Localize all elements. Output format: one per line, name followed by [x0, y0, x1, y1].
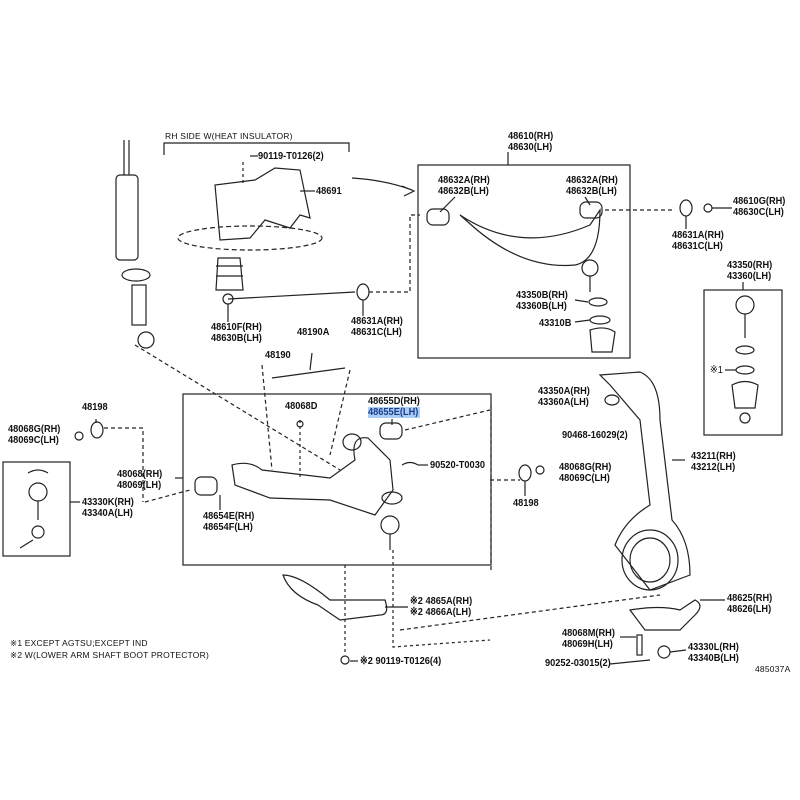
part-label-48632-right[interactable]: 48632A(RH)48632B(LH)	[566, 175, 618, 197]
part-label-90520[interactable]: 90520-T0030	[430, 459, 485, 471]
lower-ball-joint-icon	[19, 469, 49, 549]
rh-side-bracket	[163, 142, 350, 155]
part-label-43350[interactable]: 43350(RH)43360(LH)	[727, 260, 772, 282]
part-label-rh: 48610F(RH)	[211, 321, 262, 333]
part-label-48631a-left[interactable]: 48631A(RH)48631C(LH)	[351, 316, 403, 338]
part-label-48654[interactable]: 48654E(RH)48654F(LH)	[203, 511, 254, 533]
part-label-90119-t0126-bottom[interactable]: ※2 90119-T0126(4)	[360, 655, 442, 667]
part-label-48190[interactable]: 48190	[265, 349, 291, 361]
part-label-lh: 43360B(LH)	[516, 300, 567, 312]
part-label-48610g[interactable]: 48610G(RH)48630C(LH)	[733, 196, 785, 218]
boot-protector-icon	[282, 574, 388, 621]
part-label-48625[interactable]: 48625(RH)48626(LH)	[727, 593, 772, 615]
part-label-lh: 48631C(LH)	[672, 240, 723, 252]
footnote-mark-1: ※1	[710, 364, 723, 376]
part-label-lh: 43212(LH)	[691, 461, 736, 473]
part-label-4865a[interactable]: ※2 4865A(RH)※2 4866A(LH)	[410, 596, 472, 618]
part-label-48190a[interactable]: 48190A	[297, 326, 330, 338]
bump-stopper-icon	[215, 257, 244, 291]
part-label-rh: 48655D(RH)	[368, 395, 420, 407]
part-label-43211[interactable]: 43211(RH)43212(LH)	[691, 451, 736, 473]
part-label-rh: 43350A(RH)	[538, 385, 590, 397]
part-label-lh-highlighted: 48655E(LH)	[368, 406, 420, 418]
part-label-lh: 43360(LH)	[727, 270, 772, 282]
upper-arm-box	[417, 164, 631, 359]
part-label-48631a-right[interactable]: 48631A(RH)48631C(LH)	[672, 230, 724, 252]
part-label-rh: 48068G(RH)	[559, 461, 612, 473]
part-label-lh: 48069(LH)	[117, 479, 162, 491]
part-label-rh: 48625(RH)	[727, 592, 773, 604]
part-label-rh: ※2 4865A(RH)	[410, 595, 473, 607]
upper-arm-icon	[426, 199, 713, 353]
part-label-rh: 48068G(RH)	[8, 423, 61, 435]
part-label-48610f[interactable]: 48610F(RH)48630B(LH)	[211, 322, 262, 344]
part-label-43350b[interactable]: 43350B(RH)43360B(LH)	[516, 290, 568, 312]
part-label-48610[interactable]: 48610(RH)48630(LH)	[508, 131, 553, 153]
part-label-rh: 48632A(RH)	[566, 174, 618, 186]
part-label-90252[interactable]: 90252-03015(2)	[545, 657, 611, 669]
part-label-rh: 48631A(RH)	[672, 229, 724, 241]
part-label-48068d[interactable]: 48068D	[285, 400, 318, 412]
part-label-lh: 48069H(LH)	[562, 638, 613, 650]
part-label-43330k[interactable]: 43330K(RH)43340A(LH)	[82, 497, 134, 519]
steering-knuckle-icon	[598, 371, 691, 591]
part-label-lh: ※2 4866A(LH)	[410, 606, 472, 618]
part-label-90468[interactable]: 90468-16029(2)	[562, 429, 628, 441]
part-label-90119-t0126[interactable]: 90119-T0126(2)	[258, 150, 324, 162]
part-label-lh: 43340B(LH)	[688, 652, 739, 664]
part-label-rh: 48631A(RH)	[351, 315, 403, 327]
part-label-rh: 48632A(RH)	[438, 174, 490, 186]
section-heading: RH SIDE W(HEAT INSULATOR)	[165, 131, 293, 141]
part-label-48068g-right[interactable]: 48068G(RH)48069C(LH)	[559, 462, 611, 484]
part-label-rh: 48610(RH)	[508, 130, 554, 142]
part-label-48068g-left[interactable]: 48068G(RH)48069C(LH)	[8, 424, 60, 446]
arrow-icon	[351, 177, 416, 197]
part-label-lh: 48069C(LH)	[559, 472, 610, 484]
shock-absorber-icon	[115, 140, 155, 349]
part-label-lh: 48626(LH)	[727, 603, 772, 615]
part-label-43330l[interactable]: 43330L(RH)43340B(LH)	[688, 642, 739, 664]
part-label-43310b[interactable]: 43310B	[539, 317, 572, 329]
part-label-lh: 48630C(LH)	[733, 206, 784, 218]
part-label-48198-right[interactable]: 48198	[513, 497, 539, 509]
part-label-lh: 48630(LH)	[508, 141, 553, 153]
part-label-48655[interactable]: 48655D(RH)48655E(LH)	[368, 396, 420, 418]
part-label-48068[interactable]: 48068(RH)48069(LH)	[117, 469, 162, 491]
part-label-rh: 43211(RH)	[691, 450, 736, 462]
upper-mount-outline	[177, 225, 323, 251]
part-label-rh: 43330K(RH)	[82, 496, 134, 508]
part-label-rh: 43350(RH)	[727, 259, 773, 271]
part-label-lh: 48632B(LH)	[438, 185, 489, 197]
part-label-rh: 48068M(RH)	[562, 627, 615, 639]
leader-lines	[95, 152, 744, 665]
part-label-lh: 43360A(LH)	[538, 396, 589, 408]
lower-arm-icon	[194, 409, 491, 550]
part-label-lh: 48630B(LH)	[211, 332, 262, 344]
part-label-lh: 48631C(LH)	[351, 326, 402, 338]
lower-arm-box	[182, 393, 492, 566]
part-label-lh: 48654F(LH)	[203, 521, 253, 533]
part-label-48691[interactable]: 48691	[316, 185, 342, 197]
diagram-id: 485037A	[755, 664, 791, 674]
part-label-rh: 43330L(RH)	[688, 641, 739, 653]
part-label-lh: 43340A(LH)	[82, 507, 133, 519]
footnote-2: ※2 W(LOWER ARM SHAFT BOOT PROTECTOR)	[10, 650, 209, 660]
knuckle-arm-icon	[628, 599, 701, 631]
part-label-rh: 48654E(RH)	[203, 510, 255, 522]
part-label-lh: 48632B(LH)	[566, 185, 617, 197]
part-label-lh: 48069C(LH)	[8, 434, 59, 446]
lower-ball-joint-box	[2, 461, 71, 557]
part-label-48632-left[interactable]: 48632A(RH)48632B(LH)	[438, 175, 490, 197]
part-label-rh: 48068(RH)	[117, 468, 163, 480]
part-label-48068m[interactable]: 48068M(RH)48069H(LH)	[562, 628, 615, 650]
footnote-1: ※1 EXCEPT AGTSU;EXCEPT IND	[10, 638, 148, 648]
heat-insulator-icon	[214, 167, 311, 241]
part-label-rh: 48610G(RH)	[733, 195, 786, 207]
part-label-rh: 43350B(RH)	[516, 289, 568, 301]
part-label-48198-left[interactable]: 48198	[82, 401, 108, 413]
ball-joint-icon	[731, 295, 759, 424]
shaft-icon	[227, 291, 356, 300]
part-label-43350a[interactable]: 43350A(RH)43360A(LH)	[538, 386, 590, 408]
